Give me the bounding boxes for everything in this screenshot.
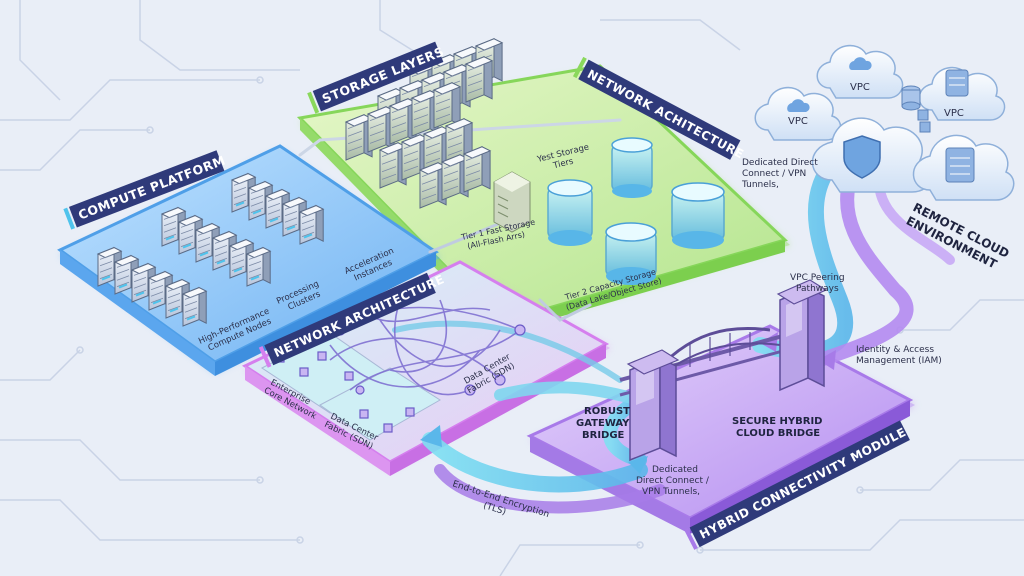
storage-tank-c <box>671 182 725 249</box>
storage-rack <box>432 81 462 129</box>
vpc-peering-label: VPC Peering Pathways <box>790 273 845 294</box>
secure-line1: SECURE HYBRID <box>732 416 822 427</box>
compute-server <box>298 204 325 245</box>
direct-connect-line2: Connect / VPN <box>742 169 806 179</box>
secure-bridge-label: SECURE HYBRID CLOUD BRIDGE <box>732 416 822 439</box>
tunnels-label: Dedicated Direct Connect / VPN Tunnels, <box>636 465 710 497</box>
network-mesh <box>329 299 521 396</box>
secure-line2: CLOUD BRIDGE <box>736 428 820 439</box>
direct-connect-label: Dedicated Direct Connect / VPN Tunnels, <box>741 158 818 190</box>
gateway-line3: BRIDGE <box>582 430 625 441</box>
cloud-vpc-right <box>918 66 1006 121</box>
direct-connect-line1: Dedicated Direct <box>742 158 818 168</box>
tunnels-line3: VPN Tunnels, <box>642 487 700 497</box>
cloud-vpc-left <box>754 86 842 141</box>
vpc-label-top: VPC <box>850 82 870 93</box>
iam-line1: Identity & Access <box>856 345 934 355</box>
gateway-bridge <box>619 279 828 462</box>
vpc-peering-line2: Pathways <box>796 284 839 294</box>
storage-tanks <box>547 137 725 285</box>
gateway-bridge-label: ROBUST GATEWAY BRIDGE <box>576 406 630 441</box>
cloud-vpc-top <box>816 44 904 99</box>
direct-connect-line3: Tunnels, <box>741 180 779 190</box>
iam-line2: Management (IAM) <box>856 356 942 366</box>
tunnels-line2: Direct Connect / <box>636 476 710 486</box>
compute-server <box>230 172 257 213</box>
iam-label: Identity & Access Management (IAM) <box>856 345 942 366</box>
database-icon <box>901 85 931 133</box>
vpc-peering-line1: VPC Peering <box>790 273 845 283</box>
vpc-label-left: VPC <box>788 116 808 127</box>
compute-server <box>245 246 272 287</box>
storage-rack <box>464 55 494 103</box>
cloud-shield <box>811 117 933 193</box>
remote-cloud-cluster <box>754 44 1015 201</box>
storage-tank-d <box>605 222 657 285</box>
gateway-line1: ROBUST <box>584 406 630 417</box>
gateway-line2: GATEWAY <box>576 418 630 429</box>
storage-tank-a <box>547 179 593 246</box>
cloud-storage <box>912 134 1015 201</box>
tunnels-line1: Dedicated <box>652 465 698 475</box>
storage-tank-b <box>611 137 653 198</box>
gateway-tower-left <box>626 349 680 462</box>
compute-server-racks <box>96 172 325 327</box>
vpc-label-right: VPC <box>944 108 964 119</box>
fast-storage-array <box>493 171 531 233</box>
storage-rack <box>462 145 492 193</box>
gateway-tower-right <box>776 279 828 392</box>
compute-server <box>181 286 208 327</box>
